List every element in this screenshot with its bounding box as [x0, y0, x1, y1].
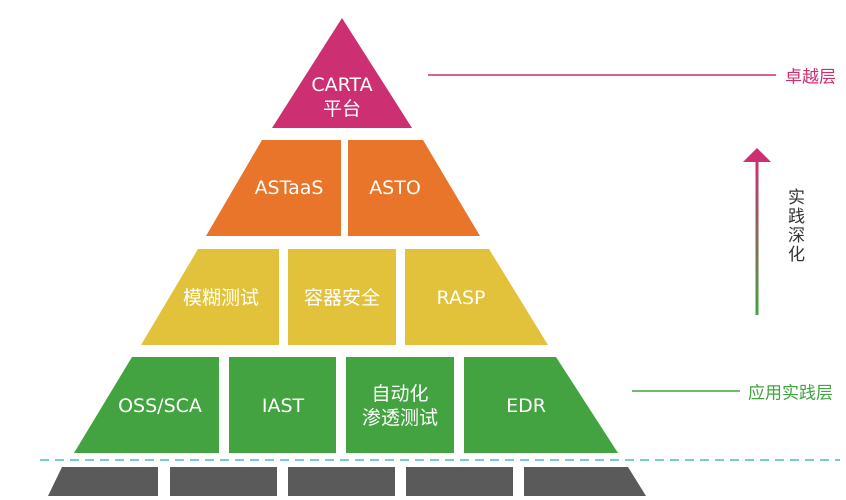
tier1-line1: CARTA — [311, 74, 373, 96]
tier3-label-rasp: RASP — [436, 287, 486, 309]
tier2-block-astaas — [206, 140, 341, 236]
tier2-label-asto: ASTO — [369, 177, 421, 199]
deepen-arrow-head — [743, 148, 771, 162]
excellence-layer-label: 卓越层 — [785, 67, 836, 88]
tier1-block-carta — [272, 18, 412, 128]
practice-layer-label: 应用实践层 — [748, 383, 833, 404]
deepen-arrow-shaft — [755, 160, 759, 315]
tier2-block-asto — [348, 140, 480, 236]
deepen-label: 实践深化 — [784, 188, 804, 264]
tier3-label-container-security: 容器安全 — [303, 287, 381, 309]
tier4-block-iast — [229, 357, 336, 453]
base-block-4 — [406, 467, 513, 496]
tier2-label-astaas: ASTaaS — [254, 177, 324, 199]
tier4-block-edr — [464, 357, 618, 453]
tier3-block-rasp — [405, 249, 548, 345]
base-block-2 — [170, 467, 277, 496]
tier3-block-container-security — [288, 249, 396, 345]
base-block-1 — [48, 467, 158, 496]
tier4-label-iast: IAST — [261, 395, 305, 417]
base-block-3 — [288, 467, 395, 496]
tier1-line2: 平台 — [322, 98, 361, 120]
tier4-label-auto-pentest: 自动化 渗透测试 — [361, 383, 439, 429]
base-block-5 — [524, 467, 646, 496]
tier4-block-oss-sca — [74, 357, 219, 453]
tier3-label-fuzzing: 模糊测试 — [182, 287, 260, 309]
tier4-label-edr: EDR — [506, 395, 546, 417]
tier1-label: CARTA 平台 — [311, 73, 372, 121]
tier4-block-auto-pentest — [346, 357, 454, 453]
tier4-label-oss-sca: OSS/SCA — [118, 395, 202, 417]
tier3-block-fuzzing — [141, 249, 279, 345]
